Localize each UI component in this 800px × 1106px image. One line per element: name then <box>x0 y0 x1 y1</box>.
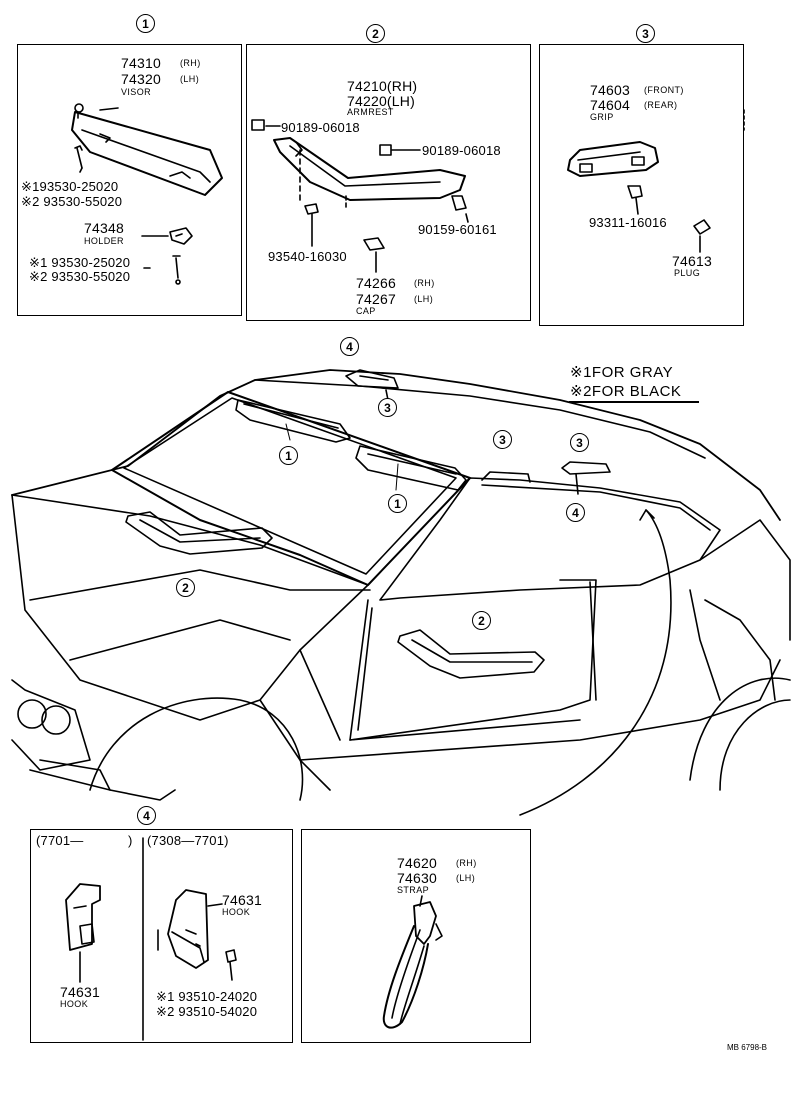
callout-visor-left: 1 <box>279 446 298 465</box>
footer-code: MB 6798-B <box>727 1043 768 1052</box>
panel-armrest <box>246 44 531 321</box>
armrest-rh-part: 74210(RH) <box>347 78 418 94</box>
panel-grip <box>539 44 744 326</box>
armrest-screw-left: 93540-16030 <box>268 249 347 264</box>
armrest-label: ARMREST <box>347 107 394 117</box>
plug-label: PLUG <box>674 268 701 278</box>
visor-rh-part: 74310 <box>121 55 161 71</box>
callout-hook-top: 4 <box>340 337 359 356</box>
grip-label: GRIP <box>590 112 614 122</box>
car-visor-drawings <box>235 399 467 491</box>
cap-lh-part: 74267 <box>356 291 396 307</box>
armrest-clip-right: 90189-06018 <box>422 143 501 158</box>
grip-screw: 93311-16016 <box>589 215 667 230</box>
callout-3: 3 <box>636 24 655 43</box>
note-gray: ※1FOR GRAY <box>570 364 674 381</box>
grip-front-tag: (FRONT) <box>644 85 684 95</box>
hook-right-label: HOOK <box>222 907 251 917</box>
notes-underline <box>569 401 699 403</box>
visor-lh-part: 74320 <box>121 71 161 87</box>
visor-screw-gray: ※193530-25020 <box>21 179 119 194</box>
armrest-clip-left: 90189-06018 <box>281 120 360 135</box>
callout-grip-mid: 3 <box>493 430 512 449</box>
cap-label: CAP <box>356 306 376 316</box>
visor-screw-black: ※2 93530-55020 <box>21 194 123 209</box>
cap-rh-tag: (RH) <box>414 278 435 288</box>
strap-drawing <box>382 895 443 1029</box>
grip-rear-part: 74604 <box>590 97 630 113</box>
car-body-drawing <box>11 369 791 816</box>
holder-part: 74348 <box>84 220 124 236</box>
holder-label: HOLDER <box>84 236 124 246</box>
cap-rh-part: 74266 <box>356 275 396 291</box>
armrest-screw-right: 90159-60161 <box>418 222 497 237</box>
visor-label: VISOR <box>121 87 152 97</box>
panel-visor <box>17 44 242 316</box>
hook-left-drawing <box>65 837 144 1041</box>
holder-drawing <box>141 227 193 285</box>
strap-label: STRAP <box>397 885 430 895</box>
armrest-lh-part: 74220(LH) <box>347 93 415 109</box>
callout-4-section: 4 <box>137 806 156 825</box>
cap-lh-tag: (LH) <box>414 294 434 304</box>
grip-drawing <box>567 109 745 253</box>
strap-lh-tag: (LH) <box>456 873 476 883</box>
car-grip-drawings <box>345 369 611 495</box>
hook-range-left-end: ) <box>128 833 133 848</box>
hook-screw-gray: ※1 93510-24020 <box>156 989 258 1004</box>
visor-lh-tag: (LH) <box>180 74 200 84</box>
callout-visor-right: 1 <box>388 494 407 513</box>
holder-screw-black: ※2 93530-55020 <box>29 269 131 284</box>
car-armrest-drawings <box>125 511 545 679</box>
grip-front-part: 74603 <box>590 82 630 98</box>
strap-rh-tag: (RH) <box>456 858 477 868</box>
hook-screw-black: ※2 93510-54020 <box>156 1004 258 1019</box>
strap-rh-part: 74620 <box>397 855 437 871</box>
callout-2: 2 <box>366 24 385 43</box>
hook-range-left: (7701— <box>36 833 84 848</box>
strap-lh-part: 74630 <box>397 870 437 886</box>
visor-rh-tag: (RH) <box>180 58 201 68</box>
hook-left-part: 74631 <box>60 984 100 1000</box>
callout-hook-right: 4 <box>566 503 585 522</box>
hook-left-label: HOOK <box>60 999 89 1009</box>
callout-armrest-front: 2 <box>176 578 195 597</box>
visor-screw-drawing <box>74 145 83 173</box>
callout-1: 1 <box>136 14 155 33</box>
hook-right-part: 74631 <box>222 892 262 908</box>
callout-armrest-rear: 2 <box>472 611 491 630</box>
note-black: ※2FOR BLACK <box>570 383 682 400</box>
holder-screw-gray: ※1 93530-25020 <box>29 255 131 270</box>
callout-grip-right: 3 <box>570 433 589 452</box>
hook-range-right: (7308—7701) <box>147 833 229 848</box>
grip-rear-tag: (REAR) <box>644 100 678 110</box>
sun-visor-drawing <box>71 103 223 196</box>
plug-part: 74613 <box>672 253 712 269</box>
panel-strap <box>301 829 531 1043</box>
hook-right-drawing <box>157 889 237 981</box>
armrest-drawing <box>251 119 469 273</box>
callout-grip-top: 3 <box>378 398 397 417</box>
panel-hook <box>30 829 293 1043</box>
